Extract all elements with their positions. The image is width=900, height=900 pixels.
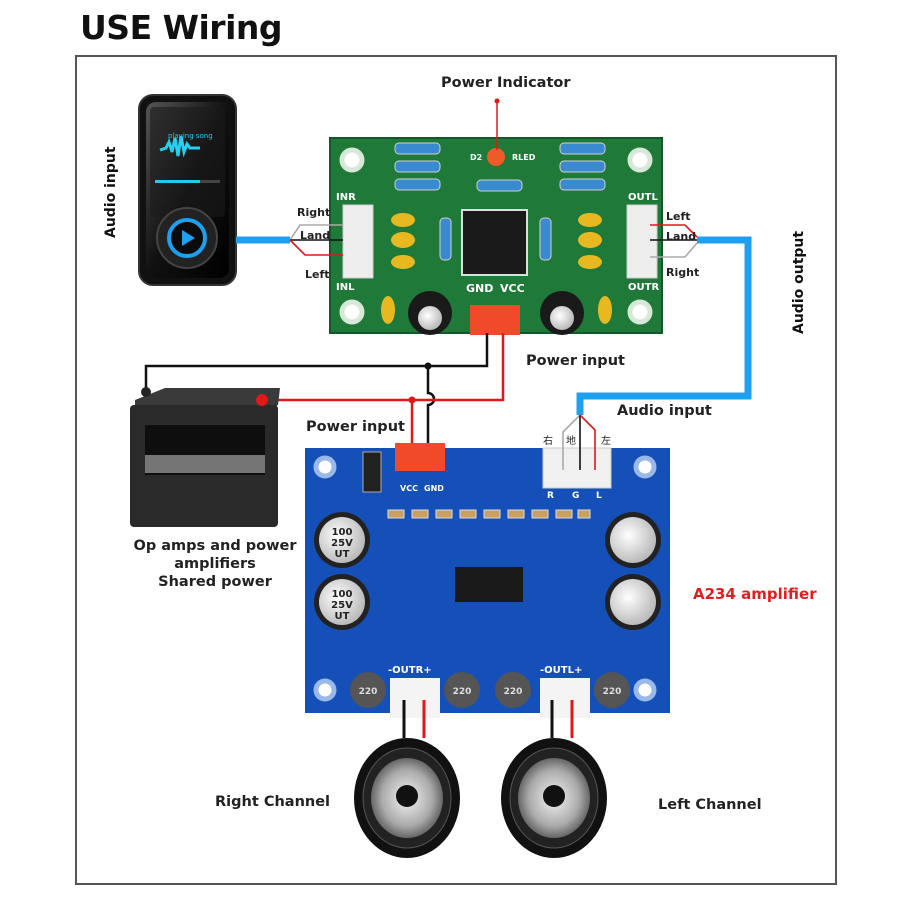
amp-input-label-left: 左 xyxy=(601,434,611,447)
audio-input-vertical-label: Audio input xyxy=(103,146,119,238)
cap-voltage: 25V xyxy=(331,600,353,611)
silk-d2: D2 xyxy=(470,153,482,162)
battery-caption-line: amplifiers xyxy=(174,556,256,572)
amp-input-label-right: 右 xyxy=(543,434,553,447)
cap-value: 100 xyxy=(332,589,353,600)
silk-gnd: GND xyxy=(466,282,493,295)
amplifier-board xyxy=(305,443,670,718)
amp-input-wires xyxy=(562,414,596,470)
amp-power-pin-vcc: VCC xyxy=(400,484,418,493)
preamp-input-wires xyxy=(289,224,343,256)
preamp-output-land: Land xyxy=(666,230,697,243)
amp-power-pin-gnd: GND xyxy=(424,484,444,493)
cap-brand: UT xyxy=(335,611,350,622)
power-indicator-label: Power Indicator xyxy=(441,75,571,91)
preamp-input-right: Right xyxy=(297,206,331,219)
speaker-left xyxy=(501,738,607,858)
preamp-output-wires xyxy=(650,224,698,258)
battery-caption-line: Op amps and power xyxy=(133,538,297,554)
silk-inl: INL xyxy=(336,282,355,293)
silk-vcc: VCC xyxy=(500,282,525,295)
speaker-right xyxy=(354,738,460,858)
audio-output-cable xyxy=(576,236,752,415)
left-channel-label: Left Channel xyxy=(658,797,762,813)
inductor-value: 220 xyxy=(359,687,378,697)
page-title: USE Wiring xyxy=(80,8,283,47)
preamp-board xyxy=(329,137,663,335)
silk-inr: INR xyxy=(336,192,356,203)
preamp-output-left: Left xyxy=(666,210,691,223)
audio-output-vertical-label: Audio output xyxy=(791,230,807,334)
preamp-output-right: Right xyxy=(666,266,700,279)
cap-brand: UT xyxy=(335,549,350,560)
power-wires xyxy=(144,333,505,455)
diagram-frame xyxy=(75,55,837,885)
amp-input-pin-g: G xyxy=(572,491,579,501)
preamp-input-left: Left xyxy=(305,268,330,281)
cap-voltage: 25V xyxy=(331,538,353,549)
amp-audio-input-label: Audio input xyxy=(617,403,712,419)
inductor-value: 220 xyxy=(504,687,523,697)
preamp-input-land: Land xyxy=(300,229,331,242)
inductor-value: 220 xyxy=(453,687,472,697)
battery-caption-line: Shared power xyxy=(158,574,272,590)
cap-value: 100 xyxy=(332,527,353,538)
amp-power-input-label: Power input xyxy=(306,419,405,435)
amp-input-pin-r: R xyxy=(547,491,554,501)
right-channel-label: Right Channel xyxy=(215,794,331,810)
amp-output-right-label: -OUTR+ xyxy=(388,665,432,676)
battery-caption: Op amps and power amplifiers Shared powe… xyxy=(115,537,315,591)
preamp-power-input-label: Power input xyxy=(526,353,625,369)
inductor-value: 220 xyxy=(603,687,622,697)
battery xyxy=(130,387,280,527)
speaker-wires xyxy=(402,700,574,738)
silk-rled: RLED xyxy=(512,153,536,162)
amplifier-name-label: A234 amplifier xyxy=(693,585,817,603)
audio-player-device xyxy=(138,94,237,286)
silk-outr: OUTR xyxy=(628,282,659,293)
player-status-text: playing song xyxy=(168,132,213,140)
amp-output-left-label: -OUTL+ xyxy=(540,665,582,676)
amp-input-pin-l: L xyxy=(596,491,602,501)
silk-outl: OUTL xyxy=(628,192,658,203)
amp-input-label-ground: 地 xyxy=(566,434,576,447)
